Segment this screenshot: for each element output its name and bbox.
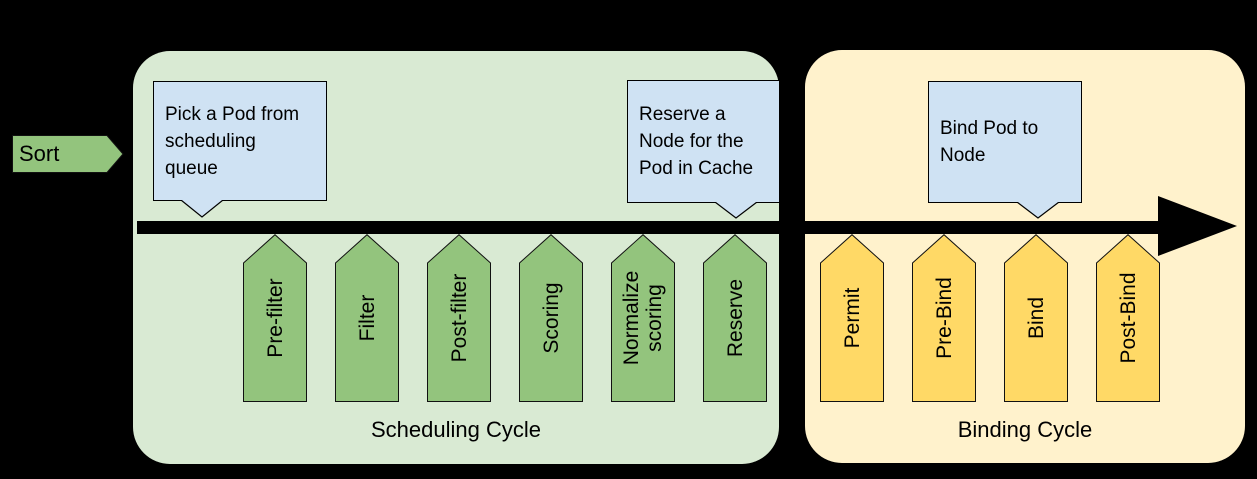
step-label-line: Permit (840, 287, 864, 349)
sort-label: Sort (19, 141, 60, 166)
step-label-line: Reserve (723, 278, 747, 358)
step-arrow-icon (703, 234, 767, 402)
step-label: Pre-filter (243, 234, 307, 402)
step-arrow-icon (1004, 234, 1068, 402)
callout-line: queue (165, 157, 218, 179)
step-arrow-icon (820, 234, 884, 402)
sort-step: Sort (12, 135, 124, 173)
step-pre-bind: Pre-Bind (912, 234, 976, 402)
callout-bind-pod: Bind Pod to Node (928, 81, 1082, 203)
step-arrow-icon (335, 234, 399, 402)
step-arrow-icon (912, 234, 976, 402)
step-bind: Bind (1004, 234, 1068, 402)
timeline-arrowhead-icon (1158, 196, 1237, 256)
scheduling-cycle-label: Scheduling Cycle (371, 417, 541, 442)
step-label-line: Scoring (539, 282, 563, 354)
callout-reserve-node: Reserve a Node for the Pod in Cache (627, 80, 780, 203)
step-label-line: Post-filter (447, 273, 471, 363)
step-label-line: Pre-filter (263, 278, 287, 358)
step-reserve: Reserve (703, 234, 767, 402)
step-label: Permit (820, 234, 884, 402)
step-filter: Filter (335, 234, 399, 402)
step-label: Bind (1004, 234, 1068, 402)
step-arrow-icon (243, 234, 307, 402)
step-post-filter: Post-filter (427, 234, 491, 402)
sort-arrow-icon (12, 135, 124, 173)
step-permit: Permit (820, 234, 884, 402)
callout-line: Node (940, 145, 986, 166)
step-post-bind: Post-Bind (1096, 234, 1160, 402)
step-label-line: Pre-Bind (932, 277, 956, 359)
step-pre-filter: Pre-filter (243, 234, 307, 402)
step-label-line: scoring (643, 284, 666, 352)
callout-line: Bind Pod to (940, 118, 1039, 139)
step-label-line: Filter (355, 294, 379, 342)
callout-line: Pod in Cache (639, 158, 754, 179)
step-scoring: Scoring (519, 234, 583, 402)
step-label-line: Bind (1024, 296, 1048, 340)
callout-pick-pod: Pick a Pod from scheduling queue (153, 81, 327, 201)
binding-cycle-label: Binding Cycle (957, 417, 1093, 442)
step-label: Post-filter (427, 234, 491, 402)
step-arrow-icon (519, 234, 583, 402)
step-label-line: Post-Bind (1116, 272, 1140, 364)
step-label: Filter (335, 234, 399, 402)
callout-tail-icon (714, 202, 758, 219)
step-label: Reserve (703, 234, 767, 402)
step-label: Pre-Bind (912, 234, 976, 402)
step-arrow-icon (427, 234, 491, 402)
step-label: Scoring (519, 234, 583, 402)
callout-line: scheduling (165, 130, 256, 152)
step-label-line: Normalize (620, 270, 643, 366)
callout-line: Pick a Pod from (165, 103, 300, 125)
step-arrow-icon (611, 234, 675, 402)
callout-tail-icon (180, 200, 224, 218)
callout-tail-icon (1016, 202, 1060, 219)
timeline-arrow-shaft (137, 221, 1158, 234)
step-arrow-icon (1096, 234, 1160, 402)
step-label: Post-Bind (1096, 234, 1160, 402)
callout-line: Node for the (639, 131, 744, 152)
callout-line: Reserve a (639, 104, 726, 125)
